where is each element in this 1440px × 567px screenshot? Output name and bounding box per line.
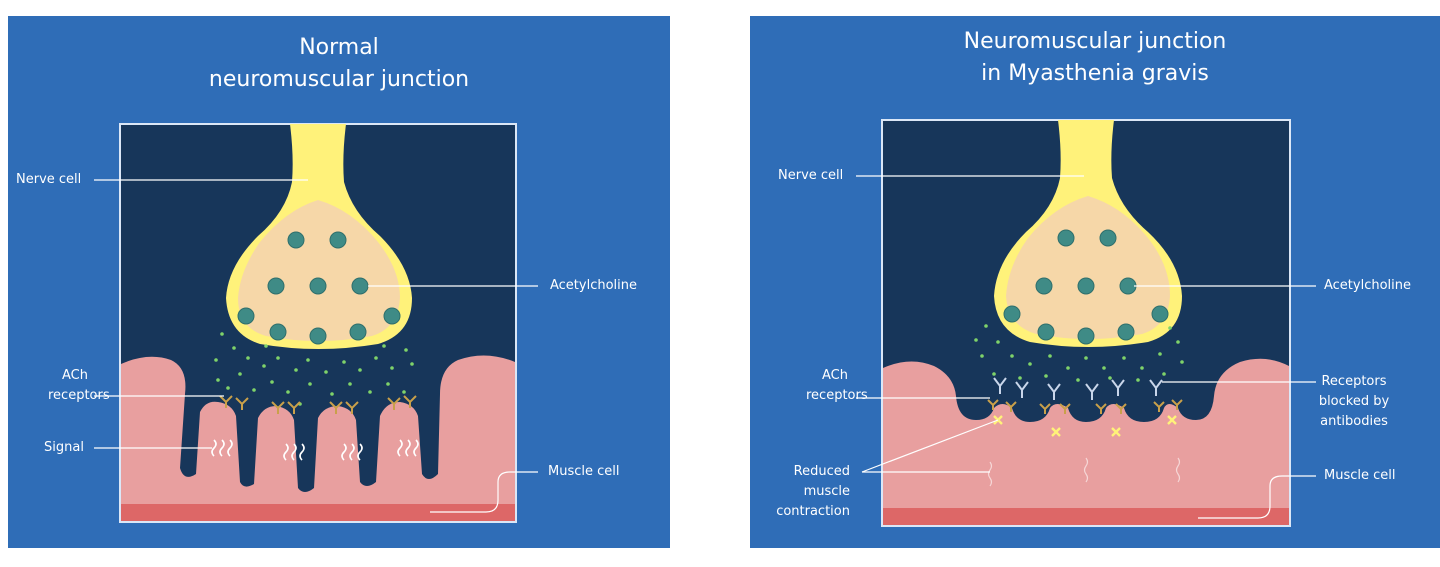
signal-marks [211,439,419,461]
vesicle [349,323,367,341]
normal-junction-panel: Normal neuromuscular junction Nerve cell… [8,16,670,548]
myasthenia-junction-panel: Neuromuscular junction in Myasthenia gra… [750,16,1440,548]
nerve-cell-label: Nerve cell [16,172,82,187]
muscle-cell-label: Muscle cell [1324,468,1396,483]
released-acetylcholine [974,324,1184,382]
blocked-marker [1051,427,1061,437]
ach-receptors [987,399,1183,414]
vesicle [1077,327,1095,345]
blocked-marker [1167,415,1177,425]
ach-receptors-label-line2: receptors [48,388,110,403]
myasthenia-junction-illustration [856,119,1316,527]
vesicle [237,307,255,325]
normal-junction-illustration [94,123,538,523]
vesicle [1117,323,1135,341]
vesicle [309,277,327,295]
nerve-cell-interior [238,200,400,341]
nerve-cell-interior [1006,196,1170,339]
vesicle [1077,277,1095,295]
muscle-band [883,508,1289,525]
ach-receptors-label-line1: ACh [62,368,88,383]
muscle-cell-leader [1198,475,1316,519]
blocked-marker [1111,427,1121,437]
vesicle [1003,305,1021,323]
left-title-line2: neuromuscular junction [208,67,470,92]
reduced-contraction-label-line3: contraction [776,504,850,519]
receptors-blocked-label-line3: antibodies [1320,414,1388,429]
muscle-band [121,504,515,521]
reduced-signal-marks [987,457,1181,487]
acetylcholine-vesicles [1003,229,1169,345]
receptors-blocked-label-line1: Receptors [1321,374,1387,389]
ach-receptors-label-line1: ACh [822,368,848,383]
released-acetylcholine [214,332,414,406]
vesicle [1099,229,1117,247]
acetylcholine-label: Acetylcholine [550,278,638,293]
right-title-line1: Neuromuscular junction [963,29,1227,54]
reduced-contraction-label-line2: muscle [803,484,850,499]
muscle-cell-leader [430,471,538,513]
right-title-line2: in Myasthenia gravis [981,61,1209,86]
vesicle [267,277,285,295]
receptors-blocked-label-line2: blocked by [1318,394,1390,409]
vesicle [1057,229,1075,247]
leader-lines [94,179,538,513]
muscle-cell-tissue [121,355,515,521]
left-title-line1: Normal [299,35,379,60]
vesicle [351,277,369,295]
antibodies [993,377,1163,400]
acetylcholine-vesicles [237,231,401,345]
reduced-contraction-leader-1 [861,419,999,473]
nerve-cell-label: Nerve cell [778,168,844,183]
ach-receptors-label-line2: receptors [806,388,868,403]
reduced-contraction-label-line1: Reduced [793,464,850,479]
acetylcholine-label: Acetylcholine [1324,278,1412,293]
vesicle [287,231,305,249]
vesicle [309,327,327,345]
ach-receptors [219,395,417,414]
vesicle [329,231,347,249]
muscle-cell-label: Muscle cell [548,464,620,479]
vesicle [1035,277,1053,295]
vesicle [1119,277,1137,295]
vesicle [383,307,401,325]
leader-lines [856,175,1316,519]
signal-label: Signal [44,440,84,455]
vesicle [269,323,287,341]
blocked-signal-markers [993,415,1177,437]
muscle-cell-tissue [883,358,1289,525]
vesicle [1037,323,1055,341]
vesicle [1151,305,1169,323]
